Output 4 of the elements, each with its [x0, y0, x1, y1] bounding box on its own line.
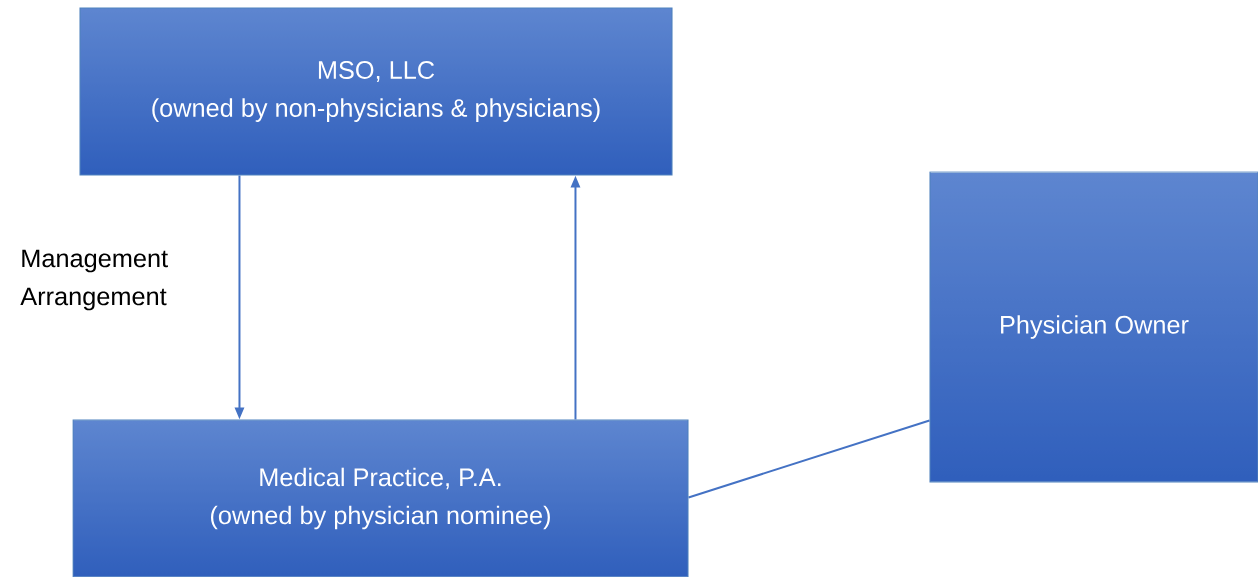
process-box: Medical Practice, P.A. (owned by physician nominee) [72, 419, 689, 577]
process-box: Physician Owner [929, 171, 1258, 483]
edge-label: Management Arrangement [20, 249, 168, 311]
process-box: MSO, LLC (owned by non-physicians & physicians) [79, 7, 673, 176]
